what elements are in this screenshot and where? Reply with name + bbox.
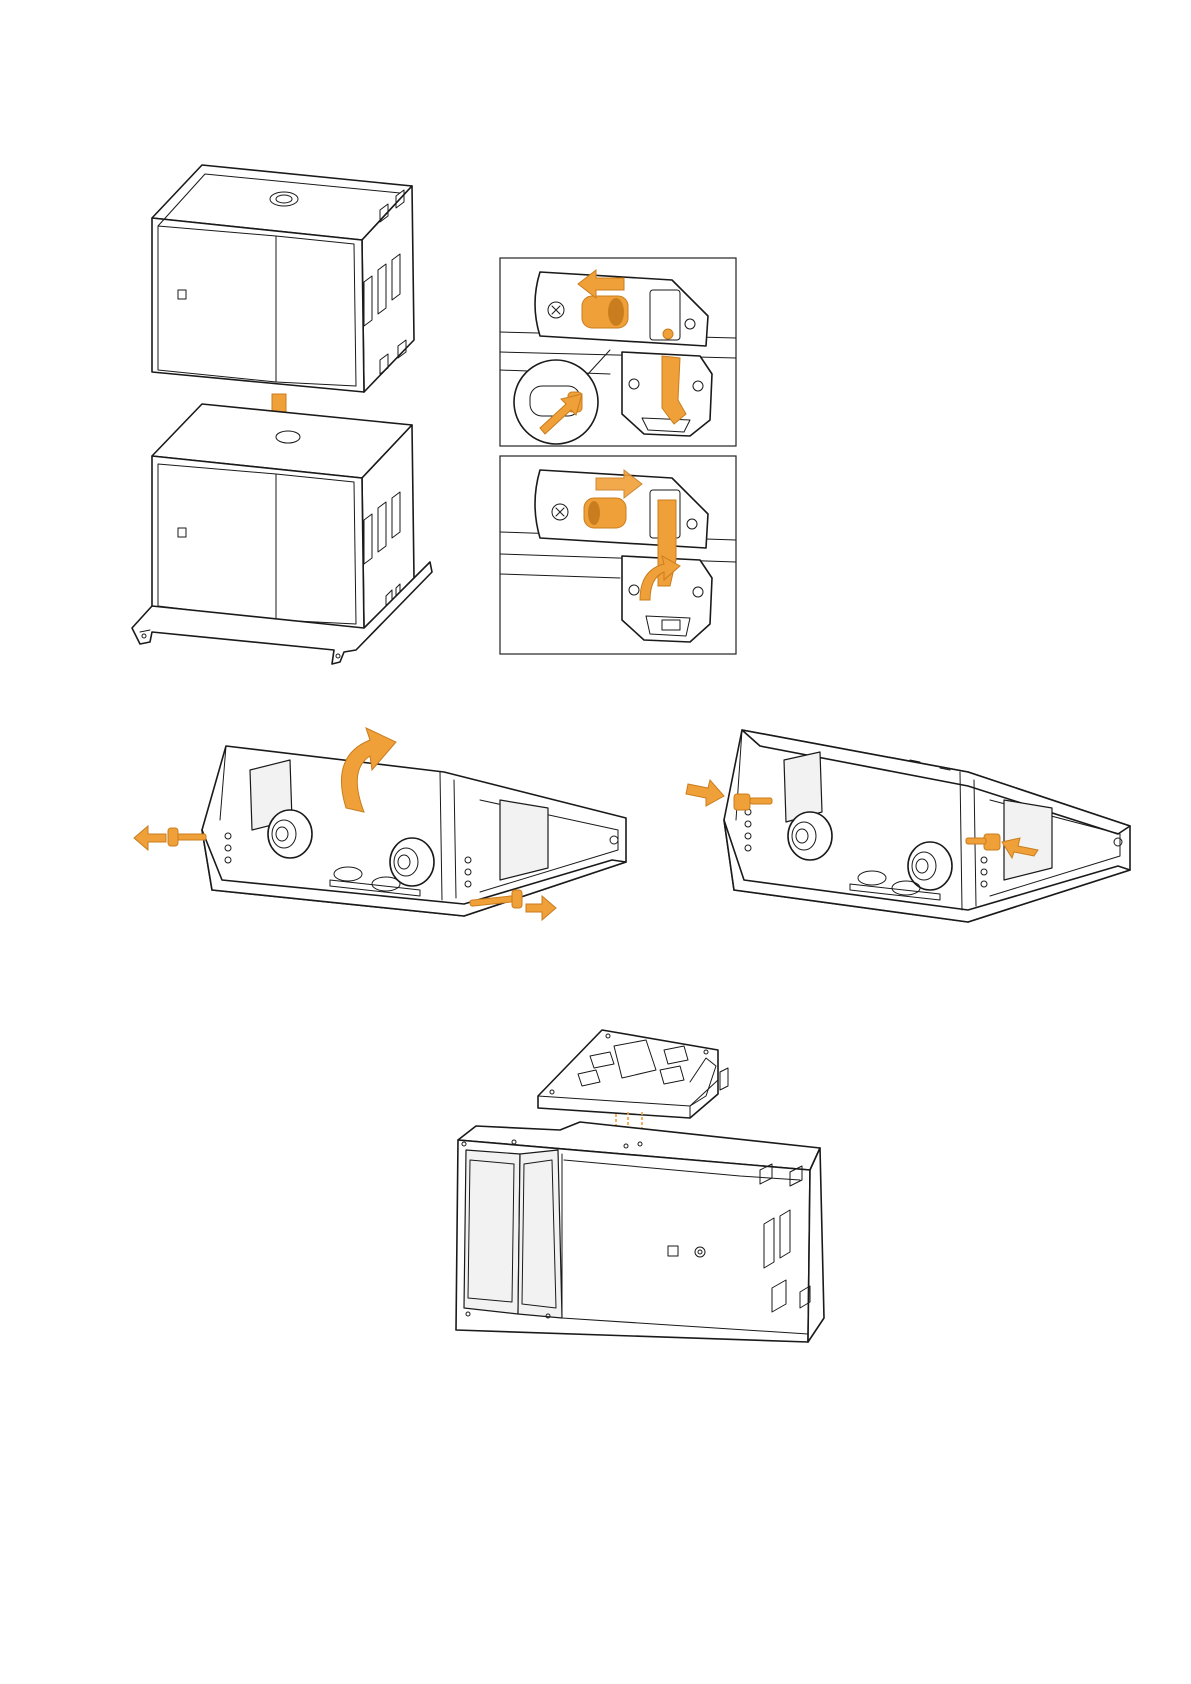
knob-left: [788, 812, 832, 860]
right-arrow-icon: [526, 896, 556, 920]
knob-right: [390, 838, 434, 886]
latch-detail-lock-panel: [500, 456, 736, 654]
latch-detail-unlock-panel: [500, 258, 736, 446]
bracket-pins-inserted-figure: [686, 730, 1130, 922]
bracket-on-cabinet-figure: [456, 1030, 824, 1342]
top-subwoofer-cabinet: [152, 165, 414, 392]
bottom-subwoofer-cabinet: [152, 404, 414, 630]
pin-left: [168, 828, 206, 846]
right-arrow-icon: [686, 780, 724, 806]
left-arrow-icon: [134, 826, 166, 850]
loudspeaker-cabinet: [456, 1122, 824, 1342]
top-bracket: [538, 1030, 728, 1118]
bracket-pins-removed-figure: [134, 728, 626, 920]
stack-subwoofers-figure: [132, 165, 432, 664]
knob-left: [268, 810, 312, 858]
